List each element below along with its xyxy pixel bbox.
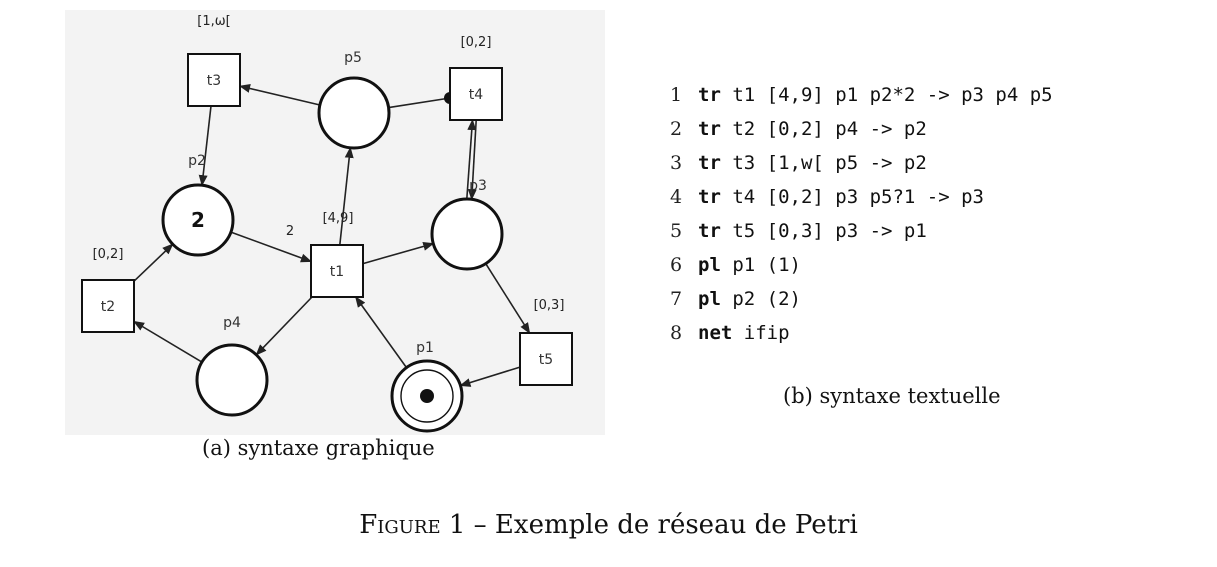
- place-p2: [161, 183, 235, 257]
- line-number: 5: [670, 220, 683, 242]
- arc-t2-p2: [133, 243, 174, 282]
- labels-layer: 2 p1 p2 p3 p4 p5 [4,9] [0,2] [1,ω[ [0,2] [0,3]: [93, 14, 565, 356]
- transition-label-t2: t2: [101, 299, 115, 315]
- arc-p3-t5: [485, 263, 531, 334]
- caption-graphical-syntax: (a) syntaxe graphique: [202, 436, 435, 460]
- transition-label-t4: t4: [469, 87, 483, 103]
- code-body: ifip: [732, 322, 790, 344]
- code-body: p2 (2): [720, 288, 801, 310]
- arc-t5-p1: [459, 366, 521, 387]
- place-p5: [317, 76, 391, 150]
- interval-label-t5: [0,3]: [534, 298, 565, 313]
- arc-p1-t1: [355, 296, 408, 369]
- place-label-p5: p5: [344, 50, 362, 66]
- transition-label-t3: t3: [207, 73, 221, 89]
- line-number: 7: [670, 288, 683, 310]
- textual-syntax-listing: 1 tr t1 [4,9] p1 p2*2 -> p3 p4 p5 2 tr t2 […: [670, 78, 1053, 350]
- place-label-p3: p3: [469, 178, 487, 194]
- place-label-p4: p4: [223, 315, 241, 331]
- transition-t5: [519, 332, 573, 386]
- transition-label-t1: t1: [330, 264, 344, 280]
- place-label-p2: p2: [188, 153, 206, 169]
- code-text: tr t4 [0,2] p3 p5?1 -> p3: [698, 186, 984, 208]
- code-body: t2 [0,2] p4 -> p2: [720, 118, 927, 140]
- code-keyword: pl: [698, 254, 721, 276]
- code-text: tr t1 [4,9] p1 p2*2 -> p3 p4 p5: [698, 84, 1053, 106]
- code-keyword: tr: [698, 220, 721, 242]
- code-line: 4 tr t4 [0,2] p3 p5?1 -> p3: [670, 180, 1053, 214]
- token-count: 2: [191, 208, 205, 232]
- code-keyword: tr: [698, 186, 721, 208]
- line-number: 6: [670, 254, 683, 276]
- arc-p5-t3: [238, 84, 321, 106]
- arc-t1-p4: [255, 296, 313, 356]
- petri-net-diagram: 2 t1 t2 t3 t4 t5 2 p1 p2 p3 p4 p5 [4,9] [0,2] [1,ω[ [0…: [65, 10, 605, 435]
- code-text: tr t3 [1,w[ p5 -> p2: [698, 152, 927, 174]
- code-line: 1 tr t1 [4,9] p1 p2*2 -> p3 p4 p5: [670, 78, 1053, 112]
- line-number: 2: [670, 118, 683, 140]
- code-body: t3 [1,w[ p5 -> p2: [720, 152, 927, 174]
- line-number: 4: [670, 186, 683, 208]
- arcs-layer: [133, 84, 531, 387]
- code-text: net ifip: [698, 322, 790, 344]
- code-text: tr t2 [0,2] p4 -> p2: [698, 118, 927, 140]
- line-number: 8: [670, 322, 683, 344]
- code-text: pl p2 (2): [698, 288, 801, 310]
- diagram-background: [65, 10, 605, 435]
- code-text: pl p1 (1): [698, 254, 801, 276]
- arc-p2-t1: [230, 231, 313, 263]
- code-keyword: tr: [698, 118, 721, 140]
- code-body: t4 [0,2] p3 p5?1 -> p3: [720, 186, 984, 208]
- arc-t3-p2: [198, 105, 212, 187]
- arc-t1-p3: [362, 242, 435, 265]
- code-keyword: net: [698, 322, 733, 344]
- arc-t4-p3: [467, 119, 477, 201]
- line-number: 3: [670, 152, 683, 174]
- figure-caption-text: – Exemple de réseau de Petri: [465, 510, 858, 540]
- code-keyword: pl: [698, 288, 721, 310]
- code-body: p1 (1): [720, 254, 801, 276]
- code-line: 2 tr t2 [0,2] p4 -> p2: [670, 112, 1053, 146]
- arc-p4-t2: [133, 320, 203, 363]
- arc-t1-p5: [339, 146, 354, 246]
- code-text: tr t5 [0,3] p3 -> p1: [698, 220, 927, 242]
- place-p3: [430, 197, 504, 271]
- code-body: t1 [4,9] p1 p2*2 -> p3 p4 p5: [720, 84, 1053, 106]
- code-body: t5 [0,3] p3 -> p1: [720, 220, 927, 242]
- place-label-p1: p1: [416, 340, 434, 356]
- interval-label-t2: [0,2]: [93, 247, 124, 262]
- arc-weight-label: 2: [286, 224, 294, 239]
- arc-p5-t4: [388, 97, 451, 109]
- arc-p3-t4: [466, 118, 477, 200]
- place-p1-inner-ring: [400, 369, 454, 423]
- code-line: 8 net ifip: [670, 316, 1053, 350]
- interval-label-t4: [0,2]: [461, 35, 492, 50]
- interval-label-t1: [4,9]: [323, 211, 354, 226]
- transition-t2: [81, 279, 135, 333]
- token-dot: [420, 389, 434, 403]
- code-keyword: tr: [698, 152, 721, 174]
- transition-t1: [310, 244, 364, 298]
- code-line: 5 tr t5 [0,3] p3 -> p1: [670, 214, 1053, 248]
- code-keyword: tr: [698, 84, 721, 106]
- transition-label-t5: t5: [539, 352, 553, 368]
- nodes-layer: 2 t1 t2 t3 t4 t5: [81, 53, 573, 433]
- code-line: 7 pl p2 (2): [670, 282, 1053, 316]
- caption-textual-syntax: (b) syntaxe textuelle: [783, 384, 1001, 408]
- code-line: 6 pl p1 (1): [670, 248, 1053, 282]
- code-line: 3 tr t3 [1,w[ p5 -> p2: [670, 146, 1053, 180]
- figure-caption: Figure 1 – Exemple de réseau de Petri: [0, 510, 1217, 540]
- place-p4: [195, 343, 269, 417]
- transition-t4: [449, 67, 503, 121]
- figure-label: Figure 1: [359, 510, 466, 540]
- transition-t3: [187, 53, 241, 107]
- line-number: 1: [670, 84, 683, 106]
- interval-label-t3: [1,ω[: [197, 14, 230, 29]
